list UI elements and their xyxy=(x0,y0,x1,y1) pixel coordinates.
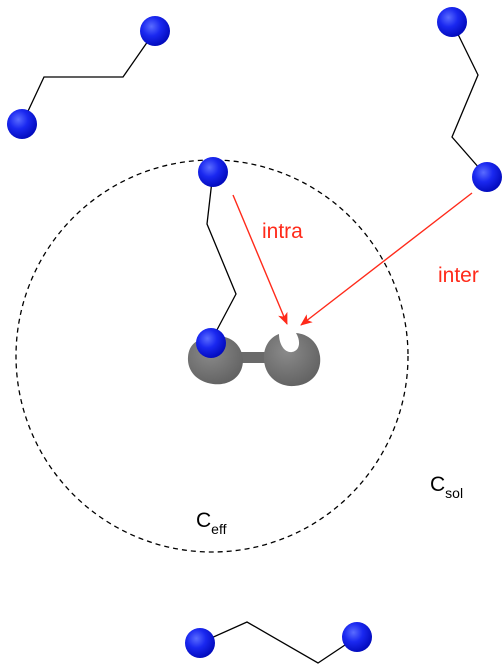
intra-arrow xyxy=(232,194,288,325)
receptor-right-site xyxy=(263,333,321,387)
ligand-sphere-icon xyxy=(198,157,228,187)
inter-arrow xyxy=(300,192,473,326)
ligand-sphere-icon xyxy=(185,628,215,658)
c-eff-sub: eff xyxy=(211,521,226,537)
ligand-sphere-icon xyxy=(472,162,502,192)
c-eff-label: Ceff xyxy=(196,509,227,537)
c-sol-sub: sol xyxy=(445,485,463,501)
c-sol-label: Csol xyxy=(430,473,463,501)
tethered-ligand xyxy=(196,157,237,358)
ligand-sphere-icon xyxy=(437,7,467,37)
c-eff-main: C xyxy=(196,509,211,532)
free-ligand-top-left xyxy=(7,16,170,139)
effective-volume-circle xyxy=(15,159,409,553)
ligand-sphere-icon xyxy=(342,622,372,652)
inter-label: inter xyxy=(438,264,479,287)
free-ligand-top-right xyxy=(437,7,502,192)
ligand-chain xyxy=(451,21,488,178)
ligand-chain xyxy=(199,621,358,664)
receptor-linker xyxy=(230,352,274,363)
free-ligand-bottom xyxy=(185,621,372,664)
intra-label: intra xyxy=(262,220,303,243)
ligand-chain xyxy=(21,30,156,125)
ligand-sphere-icon xyxy=(196,328,226,358)
ligand-sphere-icon xyxy=(140,16,170,46)
c-sol-main: C xyxy=(430,473,445,496)
ligand-sphere-icon xyxy=(7,109,37,139)
ligand-chain xyxy=(206,171,237,344)
